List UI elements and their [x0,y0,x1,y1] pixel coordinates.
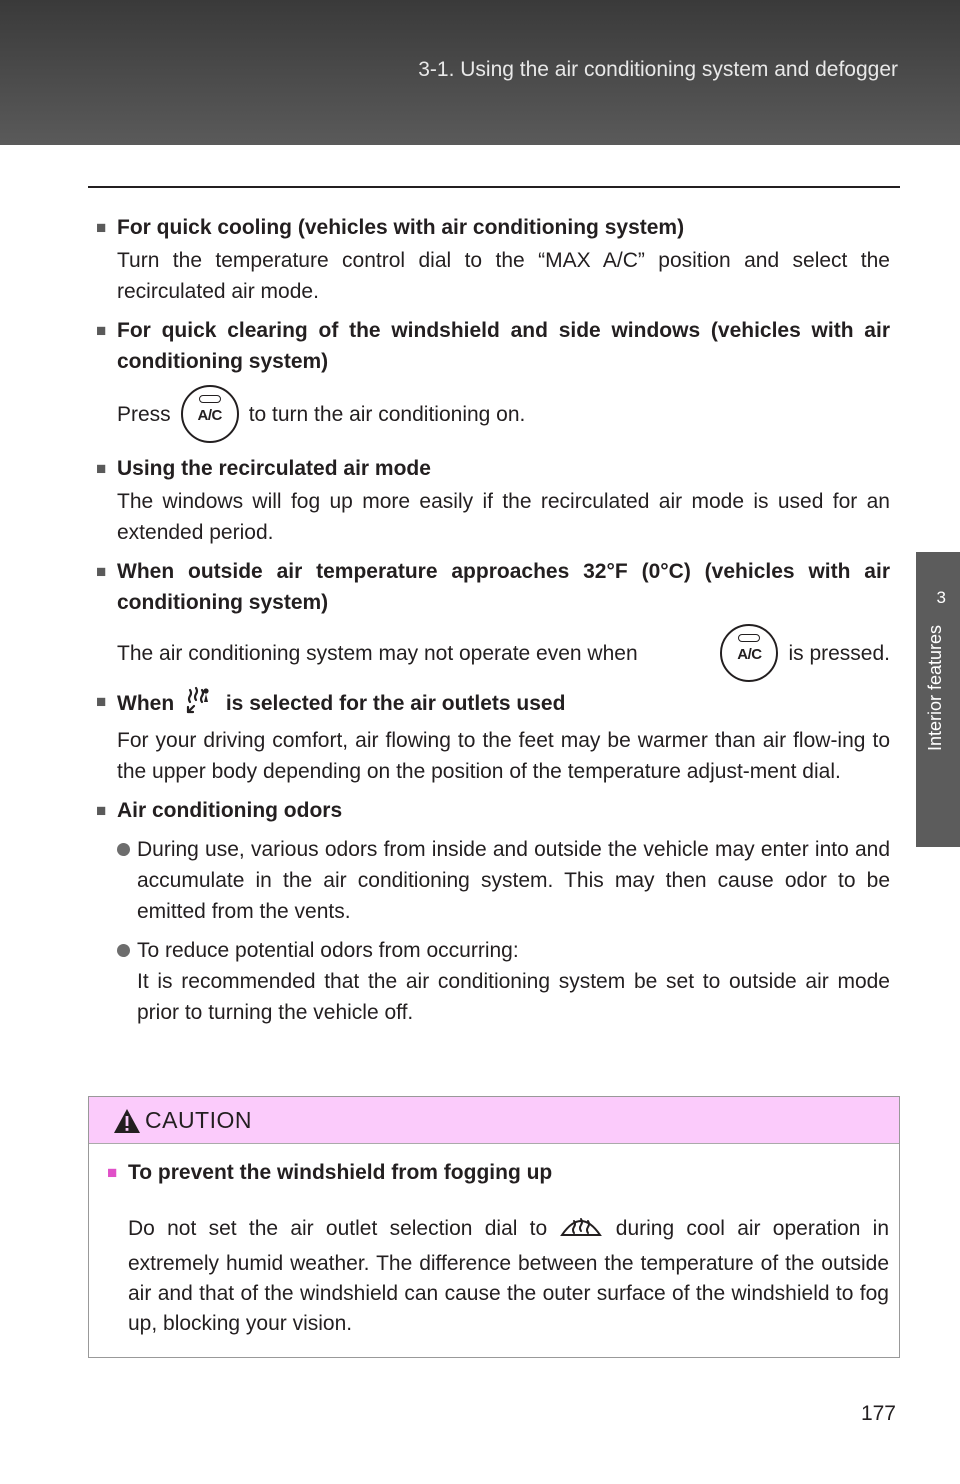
square-bullet-icon: ■ [96,459,107,478]
page-header: 3-1. Using the air conditioning system a… [0,0,960,145]
page-number: 177 [860,1402,896,1425]
body-quick-clearing: Press A/C to turn the air conditioning o… [96,385,890,443]
square-bullet-icon: ■ [107,1163,118,1182]
heading-quick-cooling: ■ For quick cooling (vehicles with air c… [96,212,890,243]
body-outside-temp: The air conditioning system may not oper… [96,624,890,682]
warning-triangle-icon [113,1108,141,1139]
caution-heading: ■ To prevent the windshield from fogging… [107,1157,889,1188]
chapter-label: Interior features [925,625,945,752]
body-quick-cooling: Turn the temperature control dial to the… [117,249,890,303]
caution-body: ■ To prevent the windshield from fogging… [107,1157,889,1339]
chapter-tab [916,552,960,847]
main-content: ■ For quick cooling (vehicles with air c… [96,212,890,1028]
square-bullet-icon: ■ [96,218,107,237]
body-outlets: For your driving comfort, air flowing to… [117,729,890,783]
heading-odors: ■ Air conditioning odors [96,795,890,826]
caution-box: CAUTION ■ To prevent the windshield from… [88,1096,900,1358]
square-bullet-icon: ■ [96,562,107,581]
list-item: To reduce potential odors from occurring… [96,935,890,1028]
heading-outlets: ■ When is selected for the air outlets u… [96,686,890,723]
top-divider [88,186,900,188]
round-bullet-icon [117,843,130,856]
square-bullet-icon: ■ [96,801,107,820]
feet-defrost-icon [180,686,220,723]
chapter-number: 3 [936,588,946,607]
heading-outside-temp: ■ When outside air temperature approache… [96,556,890,618]
heading-quick-clearing: ■ For quick clearing of the windshield a… [96,315,890,377]
square-bullet-icon: ■ [96,692,107,711]
caution-header: CAUTION [89,1097,899,1144]
section-title: 3-1. Using the air conditioning system a… [418,58,898,81]
windshield-defrost-icon [559,1210,603,1249]
square-bullet-icon: ■ [96,321,107,340]
round-bullet-icon [117,944,130,957]
heading-recirculated: ■ Using the recirculated air mode [96,453,890,484]
ac-button-icon: A/C [180,385,239,443]
list-item: During use, various odors from inside an… [96,834,890,927]
ac-button-icon: A/C [720,624,779,682]
caution-title: CAUTION [145,1107,252,1133]
caution-text: Do not set the air outlet selection dial… [107,1210,889,1339]
body-recirculated: The windows will fog up more easily if t… [117,490,890,544]
